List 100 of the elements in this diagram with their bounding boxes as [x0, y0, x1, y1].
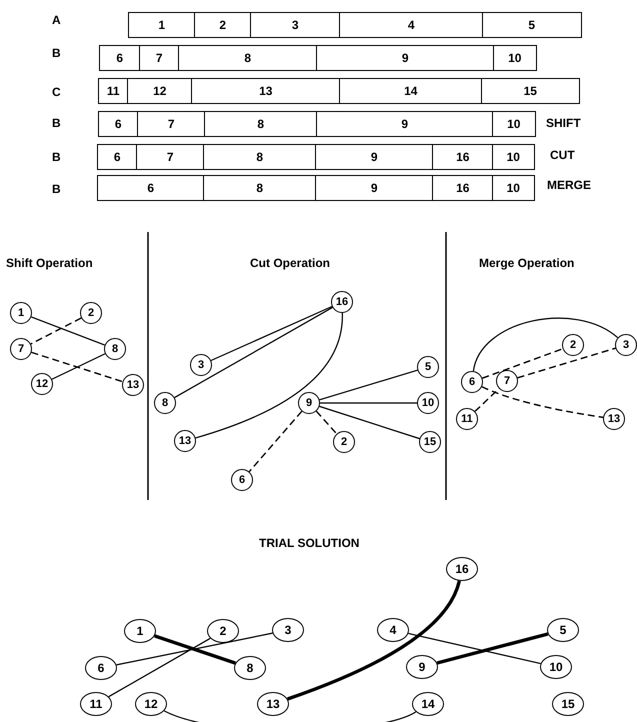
numbered-circle: 5 [547, 618, 579, 642]
numbered-circle: 8 [154, 392, 176, 414]
numbered-circle: 13 [174, 430, 196, 452]
connector-line [116, 632, 273, 666]
bar-segment: 4 [339, 12, 484, 38]
numbered-circle: 13 [603, 408, 625, 430]
bar-segment: 6 [99, 45, 140, 71]
numbered-circle: 4 [377, 618, 409, 642]
bar-segment: 8 [203, 175, 316, 201]
bar-segment: 13 [191, 78, 340, 104]
numbered-circle: 11 [456, 408, 478, 430]
connector-line [474, 388, 500, 412]
numbered-circle: 16 [331, 291, 353, 313]
numbered-circle: 6 [85, 656, 117, 680]
row-letter: B [52, 46, 61, 60]
bar-segment: 7 [136, 144, 204, 170]
connector-line [482, 348, 563, 379]
connector-line [195, 312, 343, 439]
bar-segment: 3 [250, 12, 340, 38]
numbered-circle: 11 [80, 692, 112, 716]
row-caption: SHIFT [546, 116, 581, 130]
bar-segment: 8 [204, 111, 318, 137]
bar-segment: 8 [178, 45, 318, 71]
numbered-circle: 9 [298, 392, 320, 414]
row-letter: A [52, 13, 61, 27]
bar-segment: 11 [98, 78, 128, 104]
connector-line [164, 710, 416, 722]
connector-line [408, 632, 541, 664]
numbered-circle: 14 [412, 692, 444, 716]
bar-segment: 8 [203, 144, 316, 170]
numbered-circle: 12 [31, 373, 53, 395]
row-caption: MERGE [547, 178, 592, 192]
numbered-circle: 3 [272, 618, 304, 642]
panel-title: Cut Operation [250, 256, 330, 270]
bar-segment: 9 [315, 144, 434, 170]
numbered-circle: 1 [10, 302, 32, 324]
connector-line [286, 580, 461, 701]
bar-segment: 2 [194, 12, 252, 38]
connector-line [174, 306, 333, 398]
bar-segment: 16 [432, 144, 494, 170]
bar-segment: 7 [139, 45, 180, 71]
numbered-circle: 12 [135, 692, 167, 716]
bar-segment: 6 [97, 175, 204, 201]
numbered-circle: 8 [234, 656, 266, 680]
bar-segment: 6 [97, 144, 138, 170]
connector-line [31, 352, 123, 382]
bar-segment: 12 [127, 78, 192, 104]
numbered-circle: 3 [615, 334, 637, 356]
bar-segment: 9 [315, 175, 434, 201]
numbered-circle: 2 [207, 619, 239, 643]
connector-line [436, 632, 548, 665]
panel-title: Merge Operation [479, 256, 574, 270]
bar-segment: 1 [128, 12, 196, 38]
connector-line [319, 370, 418, 400]
connector-line [248, 410, 302, 472]
bar-segment: 10 [492, 144, 534, 170]
numbered-circle: 10 [417, 392, 439, 414]
connector-line [472, 318, 618, 372]
numbered-circle: 13 [122, 374, 144, 396]
row-letter: B [52, 182, 61, 196]
bar-segment: 9 [316, 45, 494, 71]
numbered-circle: 3 [190, 354, 212, 376]
row-letter: B [52, 150, 61, 164]
connector-line [210, 306, 332, 362]
numbered-circle: 13 [257, 692, 289, 716]
connector-line [316, 410, 338, 434]
numbered-circle: 7 [10, 338, 32, 360]
bar-segment: 6 [98, 111, 138, 137]
connector-line [52, 353, 106, 380]
numbered-circle: 15 [419, 431, 441, 453]
numbered-circle: 2 [80, 302, 102, 324]
connector-line [482, 386, 604, 418]
row-letter: C [52, 85, 61, 99]
numbered-circle: 7 [496, 370, 518, 392]
numbered-circle: 1 [124, 619, 156, 643]
row-caption: CUT [550, 148, 575, 162]
numbered-circle: 2 [562, 334, 584, 356]
numbered-circle: 16 [446, 557, 478, 581]
bar-segment: 5 [482, 12, 582, 38]
section-title: TRIAL SOLUTION [259, 536, 360, 550]
panel-title: Shift Operation [6, 256, 93, 270]
bar-segment: 10 [492, 175, 534, 201]
numbered-circle: 2 [333, 431, 355, 453]
row-letter: B [52, 116, 61, 130]
numbered-circle: 5 [417, 356, 439, 378]
bar-segment: 15 [481, 78, 580, 104]
bar-segment: 10 [492, 111, 536, 137]
connector-line [31, 316, 105, 346]
connector-line [320, 402, 417, 404]
connector-line [30, 317, 82, 345]
bar-segment: 16 [432, 175, 494, 201]
bar-segment: 7 [137, 111, 206, 137]
bar-segment: 14 [339, 78, 482, 104]
connector-line [319, 406, 420, 440]
numbered-circle: 8 [104, 338, 126, 360]
numbered-circle: 6 [231, 469, 253, 491]
connector-line [154, 634, 236, 665]
numbered-circle: 6 [461, 371, 483, 393]
bar-segment: 10 [493, 45, 536, 71]
connector-line [517, 348, 616, 378]
